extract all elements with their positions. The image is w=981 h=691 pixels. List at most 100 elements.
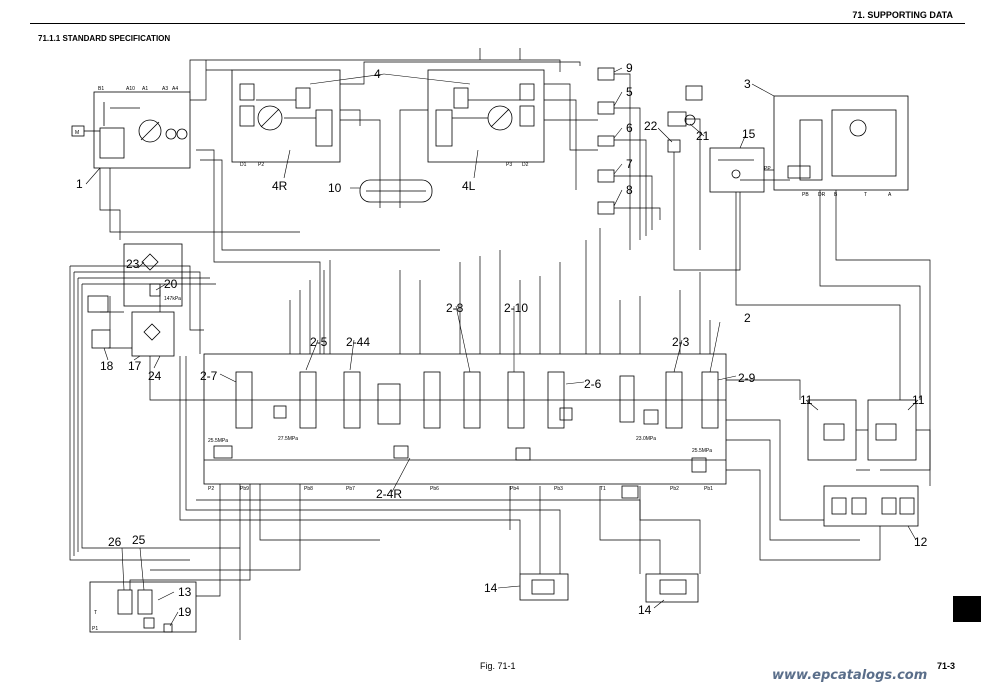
- cylinder-9: [597, 67, 615, 81]
- ref-25: 25: [132, 533, 146, 547]
- label-p3: P3: [506, 162, 512, 168]
- figure-caption: Fig. 71-1: [480, 661, 516, 671]
- ref-2-10: 2-10: [504, 301, 528, 315]
- label-pressure-3: 23.0MPa: [636, 436, 656, 442]
- ref-1: 1: [76, 177, 83, 191]
- label-dr: DR: [818, 192, 826, 198]
- ref-17: 17: [128, 359, 142, 373]
- label-t1: T1: [600, 486, 606, 492]
- ref-23: 23: [126, 257, 140, 271]
- ref-18: 18: [100, 359, 114, 373]
- cylinder-6: [597, 135, 615, 147]
- label-a3: A3: [162, 86, 168, 92]
- ref-2-7: 2-7: [200, 369, 218, 383]
- page-number: 71-3: [936, 661, 955, 671]
- ref-24: 24: [148, 369, 162, 383]
- label-pressure-4: 25.5MPa: [692, 448, 712, 454]
- ref-2-44: 2-44: [346, 335, 370, 349]
- label-b: B: [834, 192, 838, 198]
- ref-11-left: 11: [800, 393, 813, 407]
- label-motor: M: [75, 130, 79, 136]
- pilot-valve-12: [823, 485, 919, 527]
- section-tab: [953, 596, 981, 622]
- cylinder-7: [597, 169, 615, 183]
- ref-2-4r: 2-4R: [376, 487, 402, 501]
- chapter-title: 71. SUPPORTING DATA: [852, 10, 953, 20]
- label-pb: PB: [802, 192, 809, 198]
- label-pressure-2: 27.5MPa: [278, 436, 298, 442]
- component-18: [91, 329, 111, 349]
- pilot-filter-block: [123, 243, 183, 307]
- ref-4l: 4L: [462, 179, 476, 193]
- ref-12: 12: [914, 535, 928, 549]
- swing-valve-left: [807, 399, 857, 461]
- component-n: [87, 295, 109, 313]
- label-pb4: Pb4: [510, 486, 519, 492]
- cylinder-8: [597, 201, 615, 215]
- label-pb1: Pb1: [704, 486, 713, 492]
- ref-14-left: 14: [484, 581, 498, 595]
- ref-2-9: 2-9: [738, 371, 756, 385]
- label-a4: A4: [172, 86, 178, 92]
- travel-motor-left: [427, 69, 545, 163]
- component-21: [667, 111, 687, 127]
- label-pb9: Pb9: [240, 486, 249, 492]
- label-pb2: Pb2: [670, 486, 679, 492]
- label-pressure-1: 25.5MPa: [208, 438, 228, 444]
- label-pp: PP: [764, 166, 771, 172]
- ref-2-3: 2-3: [672, 335, 690, 349]
- header-rule: [30, 23, 965, 24]
- travel-motor-right: [231, 69, 341, 163]
- ref-4r: 4R: [272, 179, 288, 193]
- label-p2-cv: P2: [208, 486, 214, 492]
- label-kpa: 147kPa: [164, 296, 181, 302]
- ref-19: 19: [178, 605, 192, 619]
- ref-11-right: 11: [912, 393, 925, 407]
- ref-2-5: 2-5: [310, 335, 328, 349]
- ref-26: 26: [108, 535, 122, 549]
- label-d1: D1: [240, 162, 247, 168]
- pump-unit: [93, 91, 191, 169]
- label-t: T: [864, 192, 867, 198]
- ref-14-right: 14: [638, 603, 652, 617]
- reference-numbers: 1 2 3 4 4R 4L 5 6 7 8 9 10 11 11 12 13 1…: [76, 61, 928, 619]
- ref-13: 13: [178, 585, 192, 599]
- ref-2: 2: [744, 311, 751, 325]
- ref-2-6: 2-6: [584, 377, 602, 391]
- swivel-joint: [359, 179, 433, 203]
- cylinder-5: [597, 101, 615, 115]
- ref-6: 6: [626, 121, 633, 135]
- spool-columns: [213, 371, 719, 499]
- main-control-valve: [203, 353, 727, 485]
- ref-7: 7: [626, 157, 633, 171]
- label-pb3: Pb3: [554, 486, 563, 492]
- label-p2: P2: [258, 162, 264, 168]
- component-19: [163, 623, 173, 633]
- label-d2: D2: [522, 162, 529, 168]
- port-labels: M B1 A10 A1 A3 A4 PB DR PP T B A P2 D1 P…: [75, 86, 892, 632]
- hydraulic-lines: [69, 48, 931, 640]
- label-a1: A1: [142, 86, 148, 92]
- ref-3: 3: [744, 77, 751, 91]
- pilot-valve-block: [773, 95, 909, 191]
- ref-4: 4: [374, 67, 381, 81]
- label-pb6: Pb6: [430, 486, 439, 492]
- ref-10: 10: [328, 181, 342, 195]
- ref-20: 20: [164, 277, 178, 291]
- ref-21: 21: [696, 129, 710, 143]
- watermark: www.epcatalogs.com: [772, 668, 928, 683]
- label-pb7: Pb7: [346, 486, 355, 492]
- ref-5: 5: [626, 85, 633, 99]
- ref-2-8: 2-8: [446, 301, 464, 315]
- label-a: A: [888, 192, 892, 198]
- ref-8: 8: [626, 183, 633, 197]
- label-pb8: Pb8: [304, 486, 313, 492]
- ref-22: 22: [644, 119, 658, 133]
- pilot-valve-14-right: [645, 573, 699, 603]
- pilot-valve-14-left: [519, 573, 569, 601]
- label-t-tank: T: [94, 610, 97, 616]
- return-filter: [131, 311, 175, 357]
- section-title: 71.1.1 STANDARD SPECIFICATION: [38, 34, 171, 43]
- ref-9: 9: [626, 61, 633, 75]
